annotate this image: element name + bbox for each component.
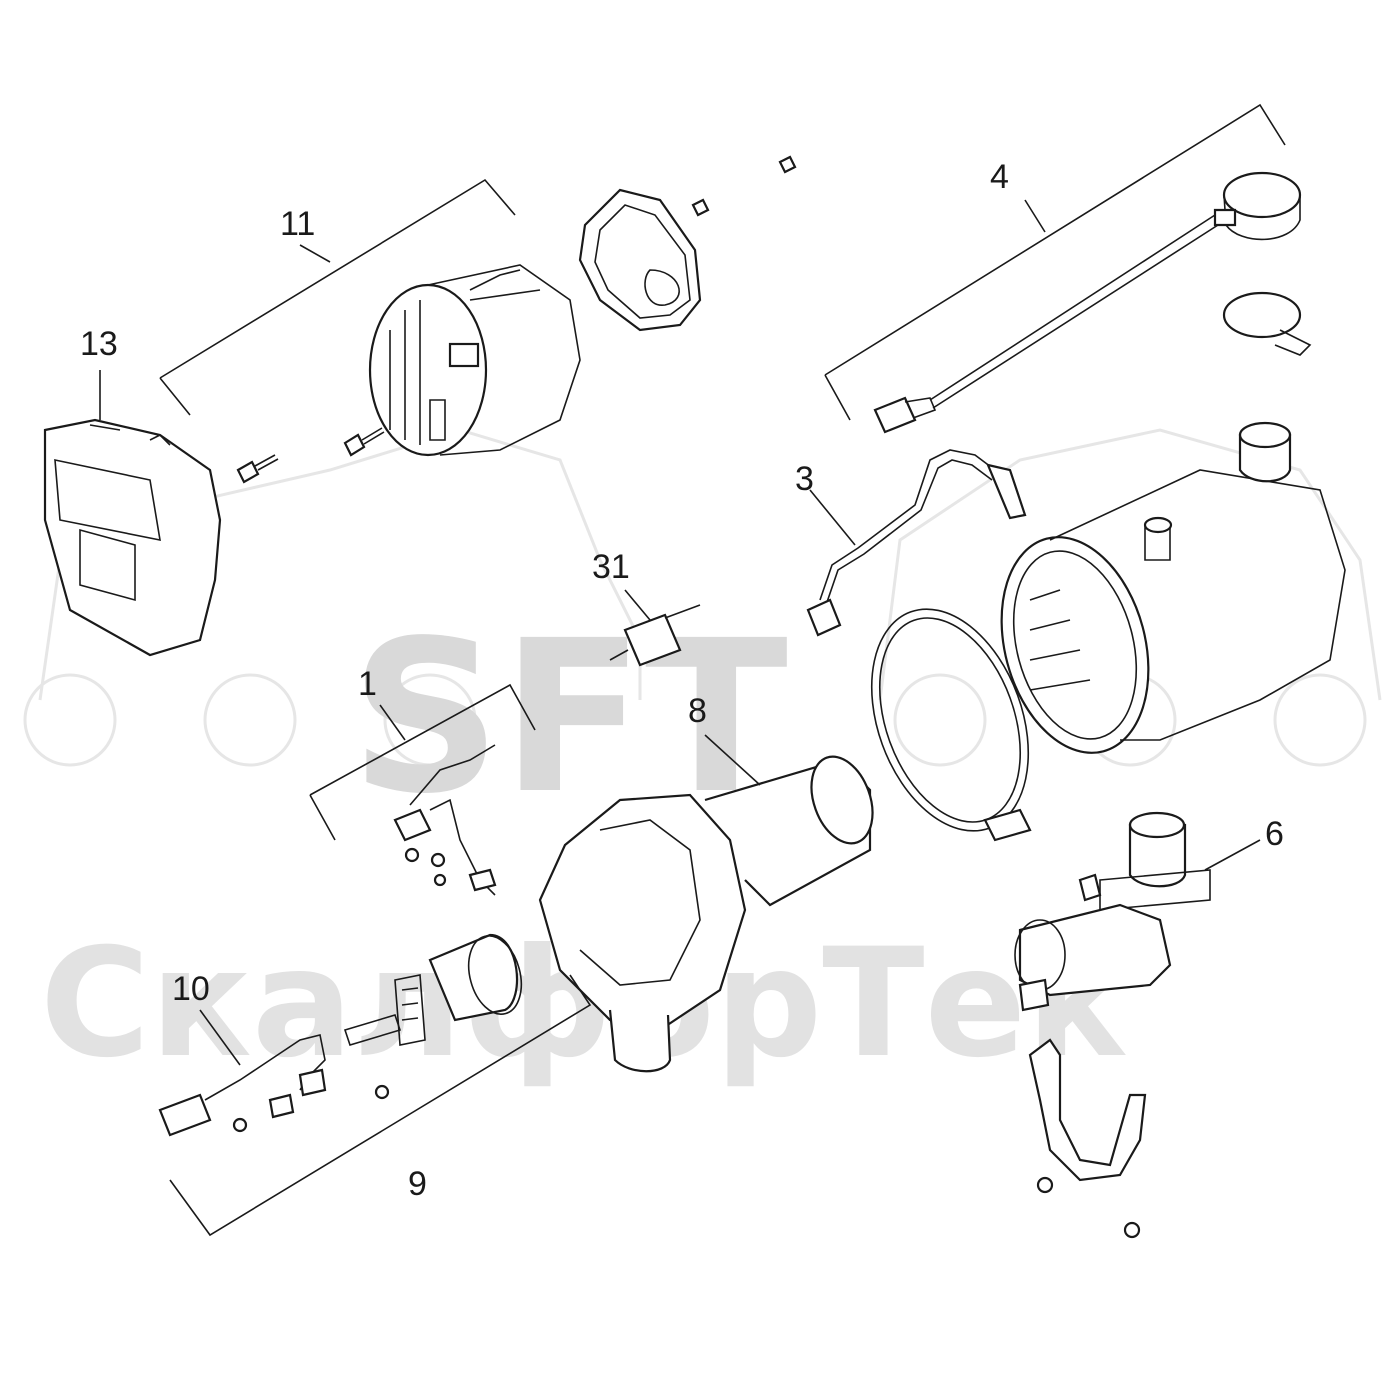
part-heat-exchanger xyxy=(1000,421,1346,754)
pump-bracket xyxy=(1028,1038,1147,1239)
callout-13: 13 xyxy=(80,325,118,363)
callout-11: 11 xyxy=(280,205,315,243)
part-6-water-pump xyxy=(1014,811,1211,1012)
callout-4: 4 xyxy=(990,158,1009,196)
part-11-blower xyxy=(368,264,581,457)
leader-lines xyxy=(99,103,1286,1237)
callout-6: 6 xyxy=(1265,815,1284,853)
screws-11 xyxy=(236,427,385,484)
callout-31: 31 xyxy=(592,548,630,586)
callout-10: 10 xyxy=(172,970,210,1008)
part-4-temperature-sensor xyxy=(873,171,1302,434)
small-screws-top xyxy=(691,155,797,217)
part-9-burner-assembly xyxy=(343,933,523,1046)
part-gasket xyxy=(578,188,702,332)
part-clamp-ring xyxy=(870,608,1032,842)
callout-3: 3 xyxy=(795,460,814,498)
part-3-fuel-line xyxy=(806,449,1027,637)
callout-8: 8 xyxy=(688,692,707,730)
part-10-flame-sensor xyxy=(158,1034,390,1137)
callout-1: 1 xyxy=(358,665,377,703)
part-31-fuel-filter xyxy=(609,604,701,667)
part-13-control-box xyxy=(43,418,222,657)
callout-9: 9 xyxy=(408,1165,427,1203)
part-1-glow-plug-harness xyxy=(393,744,497,896)
hose-clamp-small xyxy=(1222,291,1312,356)
part-8-combustion-chamber xyxy=(538,755,874,1073)
